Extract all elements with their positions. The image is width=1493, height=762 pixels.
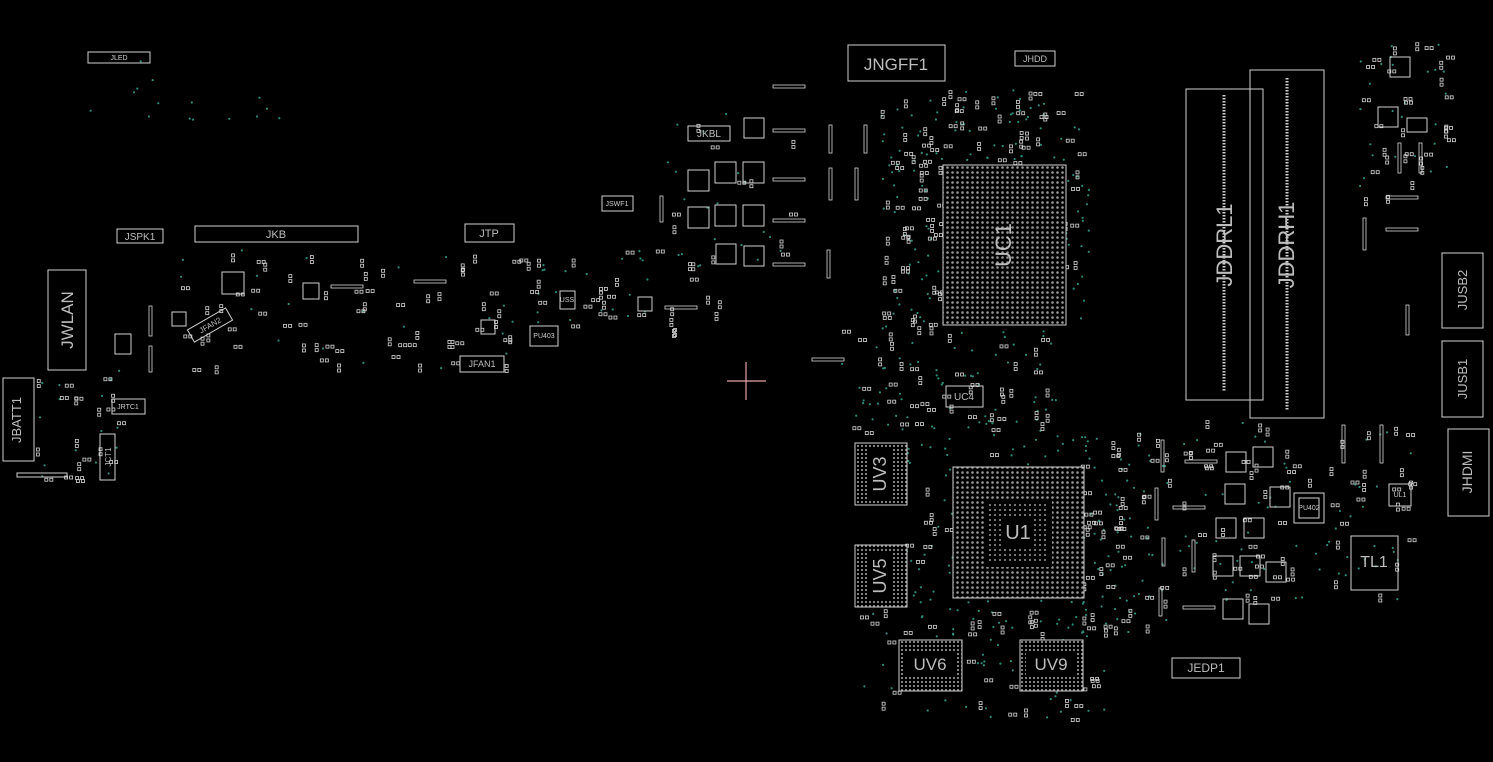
connector-jfan1[interactable]: JFAN1 — [459, 355, 505, 373]
chip-uc1-cpu[interactable]: UC1 — [942, 164, 1067, 326]
svg-text:UC1: UC1 — [991, 223, 1016, 267]
power-mosfet-array-right — [1212, 56, 1428, 625]
svg-text:JWLAN: JWLAN — [58, 291, 77, 349]
connector-jkb[interactable]: JKB — [194, 225, 359, 243]
chip-tl1[interactable]: TL1 — [1350, 535, 1399, 591]
chip-pu403[interactable]: PU403 — [529, 325, 559, 347]
svg-text:PU403: PU403 — [533, 333, 555, 340]
svg-text:JTP: JTP — [479, 228, 499, 240]
connector-jled[interactable]: JLED — [87, 51, 151, 64]
svg-text:JBATT1: JBATT1 — [9, 397, 24, 443]
chip-ul1[interactable]: UL1 — [1388, 483, 1412, 507]
svg-text:JCT1: JCT1 — [104, 447, 113, 467]
svg-text:JNGFF1: JNGFF1 — [864, 55, 928, 74]
connector-jwlan[interactable]: JWLAN — [47, 269, 87, 371]
connector-jhdd[interactable]: JHDD — [1014, 50, 1056, 67]
connector-jbatt1[interactable]: JBATT1 — [2, 377, 68, 478]
svg-text:JHDD: JHDD — [1023, 54, 1047, 64]
chip-uc4[interactable]: UC4 — [945, 385, 984, 408]
power-mosfet-array — [114, 117, 765, 355]
svg-text:JHDMI: JHDMI — [1459, 451, 1475, 494]
connector-jedp1[interactable]: JEDP1 — [1171, 657, 1241, 679]
chip-uv9-vram[interactable]: UV9 — [1019, 639, 1084, 692]
connector-jngff1[interactable]: JNGFF1 — [847, 44, 946, 82]
connector-jspk1[interactable]: JSPK1 — [116, 228, 164, 244]
crosshair-cursor-icon — [727, 362, 766, 400]
chip-u1-gpu[interactable]: U1 — [952, 466, 1085, 599]
chip-uv3-vram[interactable]: UV3 — [854, 442, 908, 506]
svg-text:JLED: JLED — [110, 55, 127, 62]
connector-jusb2[interactable]: JUSB2 — [1441, 252, 1484, 329]
memory-slot-jddrh1[interactable]: JDDRH1 — [1249, 69, 1325, 419]
svg-text:JDDRH1: JDDRH1 — [1274, 202, 1299, 289]
chip-uss[interactable]: USS — [559, 290, 576, 310]
chip-uv6-vram[interactable]: UV6 — [898, 639, 963, 692]
svg-text:JUSB1: JUSB1 — [1455, 359, 1470, 399]
svg-text:PU402: PU402 — [1298, 505, 1320, 512]
connector-jkbl[interactable]: JKBL — [687, 125, 731, 142]
chip-uv5-vram[interactable]: UV5 — [854, 544, 908, 608]
chip-pu402[interactable]: PU402 — [1293, 492, 1325, 524]
connector-jswf1[interactable]: JSWF1 — [601, 195, 634, 212]
svg-text:UL1: UL1 — [1394, 492, 1407, 499]
connector-jusb1[interactable]: JUSB1 — [1441, 340, 1484, 418]
svg-text:JUSB2: JUSB2 — [1455, 270, 1470, 310]
svg-text:TL1: TL1 — [1360, 554, 1388, 571]
connector-jct1[interactable]: JCT1 — [99, 433, 116, 481]
svg-text:JRTC1: JRTC1 — [117, 404, 139, 411]
svg-text:JFAN1: JFAN1 — [468, 359, 495, 369]
svg-text:JSPK1: JSPK1 — [125, 232, 156, 243]
svg-text:JKB: JKB — [266, 229, 286, 241]
svg-text:JDDRL1: JDDRL1 — [1212, 203, 1237, 286]
svg-text:UC4: UC4 — [954, 392, 974, 403]
svg-text:JSWF1: JSWF1 — [606, 201, 629, 208]
connector-jrtc1[interactable]: JRTC1 — [111, 398, 146, 415]
svg-text:UV6: UV6 — [913, 655, 946, 674]
svg-text:U1: U1 — [1005, 522, 1031, 544]
svg-text:JKBL: JKBL — [697, 129, 721, 140]
connector-jhdmi[interactable]: JHDMI — [1447, 428, 1490, 517]
memory-slot-jddrl1[interactable]: JDDRL1 — [1185, 88, 1264, 401]
svg-text:USS: USS — [560, 297, 575, 304]
passive-component-field — [35, 42, 1456, 722]
connector-jtp[interactable]: JTP — [464, 223, 515, 243]
inductor-strips — [148, 84, 1423, 617]
svg-text:UV5: UV5 — [870, 558, 890, 593]
svg-text:UV3: UV3 — [870, 456, 890, 491]
svg-text:JEDP1: JEDP1 — [1187, 661, 1225, 675]
svg-text:UV9: UV9 — [1034, 655, 1067, 674]
